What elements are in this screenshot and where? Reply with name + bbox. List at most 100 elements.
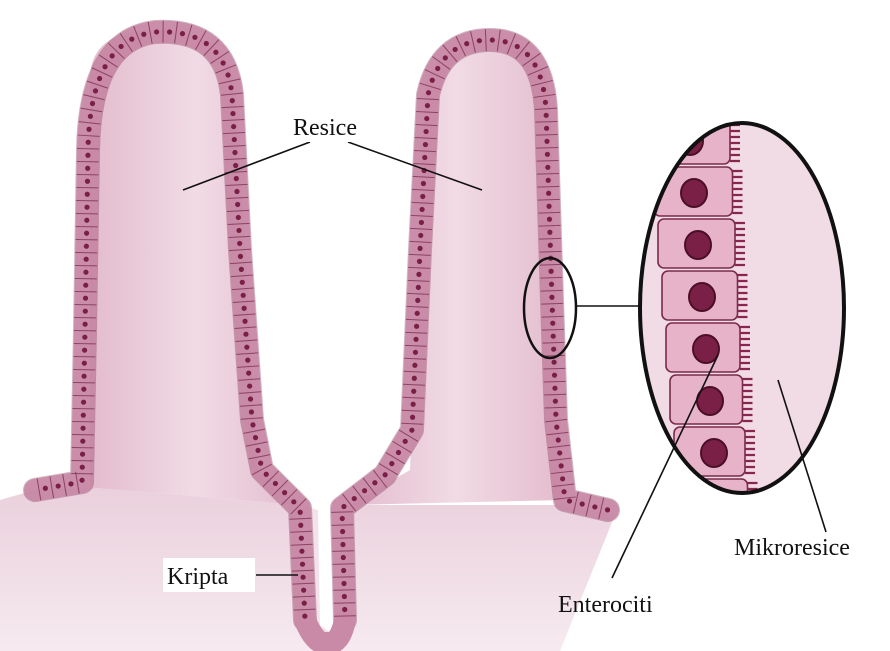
cell-nucleus [416, 272, 421, 277]
cell-nucleus [550, 308, 555, 313]
cell-nucleus [300, 575, 305, 580]
cell-nucleus [141, 32, 146, 37]
cell-nucleus [213, 50, 218, 55]
cell-nucleus [550, 321, 555, 326]
cell-nucleus [422, 155, 427, 160]
cell-boundary [537, 173, 559, 174]
cell-nucleus [548, 243, 553, 248]
cell-nucleus [258, 461, 263, 466]
cell-nucleus [236, 228, 241, 233]
cell-nucleus [544, 139, 549, 144]
cell-nucleus [93, 88, 98, 93]
cell-nucleus [413, 350, 418, 355]
cell-nucleus [154, 29, 159, 34]
cell-boundary [77, 148, 99, 149]
cell-nucleus [298, 510, 303, 515]
cell-nucleus [79, 478, 84, 483]
cell-nucleus [84, 231, 89, 236]
cell-nucleus [86, 140, 91, 145]
cell-nucleus [413, 337, 418, 342]
cell-nucleus [253, 435, 258, 440]
cell-boundary [538, 199, 560, 200]
cell-nucleus [231, 124, 236, 129]
cell-nucleus [119, 44, 124, 49]
cell-boundary [331, 512, 353, 513]
cell-nucleus [412, 363, 417, 368]
enterocyte-nucleus [709, 543, 735, 571]
cell-nucleus [547, 217, 552, 222]
cell-nucleus [560, 476, 565, 481]
cell-nucleus [238, 254, 243, 259]
cell-nucleus [82, 361, 87, 366]
cell-nucleus [233, 163, 238, 168]
cell-nucleus [503, 39, 508, 44]
cell-nucleus [239, 267, 244, 272]
cell-nucleus [341, 504, 346, 509]
cell-nucleus [84, 218, 89, 223]
mikroresice-label: Mikroresice [734, 535, 850, 561]
cell-nucleus [299, 536, 304, 541]
cell-boundary [334, 603, 356, 604]
cell-nucleus [551, 347, 556, 352]
cell-nucleus [83, 270, 88, 275]
cell-nucleus [232, 137, 237, 142]
cell-nucleus [389, 461, 394, 466]
cell-nucleus [544, 126, 549, 131]
cell-nucleus [236, 215, 241, 220]
cell-nucleus [417, 259, 422, 264]
cell-nucleus [605, 507, 610, 512]
cell-boundary [333, 564, 355, 565]
cell-boundary [331, 525, 353, 526]
cell-nucleus [417, 246, 422, 251]
cell-boundary [540, 277, 562, 278]
cell-nucleus [83, 283, 88, 288]
cell-nucleus [556, 437, 561, 442]
cell-nucleus [477, 38, 482, 43]
cell-boundary [536, 134, 558, 135]
cell-nucleus [273, 481, 278, 486]
cell-nucleus [80, 439, 85, 444]
cell-nucleus [68, 481, 73, 486]
cell-nucleus [409, 428, 414, 433]
cell-nucleus [372, 480, 377, 485]
cell-nucleus [403, 439, 408, 444]
cell-nucleus [383, 472, 388, 477]
cell-nucleus [230, 111, 235, 116]
cell-nucleus [167, 29, 172, 34]
cell-nucleus [90, 101, 95, 106]
cell-nucleus [225, 72, 230, 77]
cell-nucleus [538, 74, 543, 79]
cell-nucleus [418, 233, 423, 238]
cell-nucleus [80, 426, 85, 431]
resice-label: Resice [293, 115, 357, 141]
cell-nucleus [362, 488, 367, 493]
cell-boundary [332, 551, 354, 552]
cell-nucleus [420, 194, 425, 199]
cell-nucleus [464, 41, 469, 46]
cell-nucleus [340, 516, 345, 521]
cell-nucleus [282, 490, 287, 495]
cell-nucleus [352, 496, 357, 501]
cell-nucleus [242, 319, 247, 324]
cell-nucleus [453, 47, 458, 52]
cell-nucleus [552, 386, 557, 391]
cell-nucleus [302, 601, 307, 606]
cell-nucleus [541, 87, 546, 92]
cell-nucleus [88, 114, 93, 119]
cell-nucleus [300, 562, 305, 567]
cell-nucleus [241, 293, 246, 298]
villus-right-core [350, 40, 562, 505]
cell-nucleus [85, 153, 90, 158]
cell-nucleus [421, 181, 426, 186]
cell-nucleus [340, 529, 345, 534]
cell-nucleus [561, 489, 566, 494]
cell-nucleus [85, 192, 90, 197]
cell-nucleus [544, 113, 549, 118]
cell-nucleus [342, 607, 347, 612]
cell-boundary [535, 121, 557, 122]
cell-nucleus [110, 53, 115, 58]
cell-nucleus [204, 41, 209, 46]
cell-nucleus [410, 415, 415, 420]
cell-nucleus [245, 358, 250, 363]
cell-nucleus [85, 179, 90, 184]
